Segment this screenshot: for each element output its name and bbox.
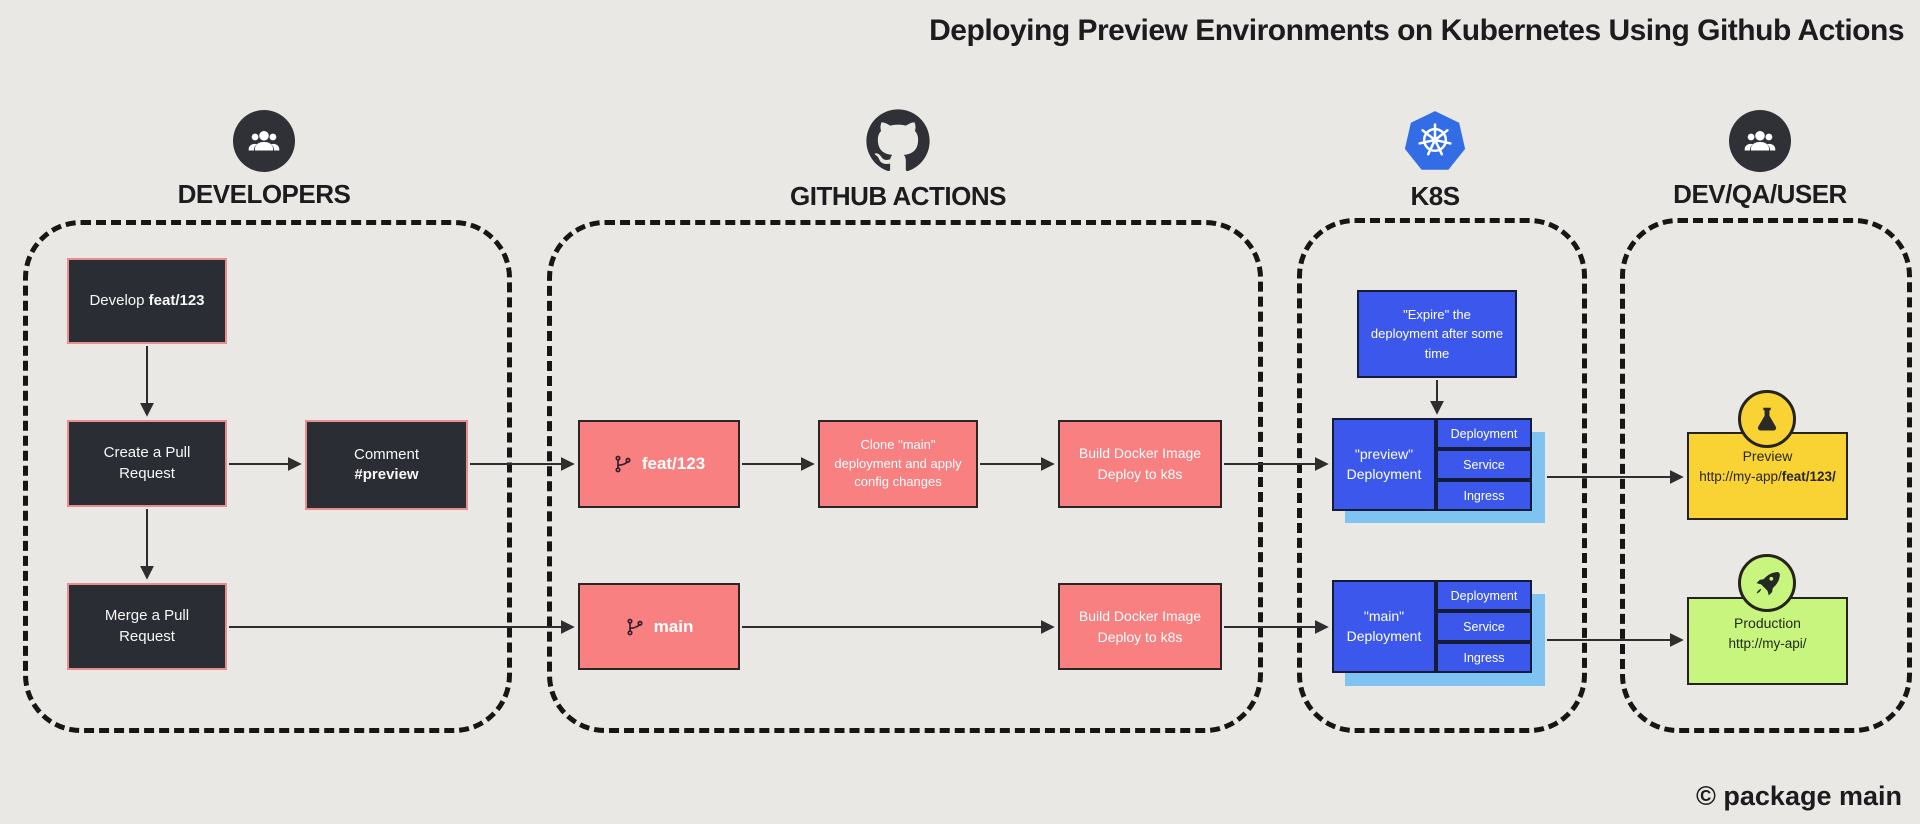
header-developers: DEVELOPERS: [164, 110, 364, 210]
production-url: http://my-api/: [1728, 636, 1807, 651]
github-actions-label: GITHUB ACTIONS: [790, 181, 1006, 211]
expire-deployment-box: "Expire" the deployment after some time: [1357, 290, 1517, 378]
header-k8s: K8S: [1335, 108, 1535, 212]
k8s-lane: [1297, 218, 1587, 733]
main-deployment-label: "main" Deployment: [1346, 607, 1422, 644]
preview-deployment-box: "preview" Deployment: [1332, 418, 1436, 511]
preview-url: http://my-app/feat/123/: [1699, 469, 1836, 484]
main-resource-service: Service: [1436, 611, 1532, 642]
flask-icon: [1757, 407, 1777, 431]
comment-preview-box: Comment #preview: [305, 420, 468, 510]
git-branch-icon: [627, 618, 643, 635]
build-deploy-bottom-box: Build Docker Image Deploy to k8s: [1058, 583, 1222, 670]
develop-feat-box: Develop feat/123: [67, 258, 227, 344]
users-icon: [1744, 130, 1776, 151]
dev-qa-user-lane: [1620, 218, 1912, 733]
develop-feat-text: Develop feat/123: [89, 291, 205, 309]
header-github-actions: GITHUB ACTIONS: [748, 108, 1048, 212]
deploy-k8s-line: Deploy to k8s: [1097, 466, 1183, 482]
main-resource-deployment: Deployment: [1436, 580, 1532, 611]
users-icon: [248, 130, 280, 151]
build-docker-line: Build Docker Image: [1078, 445, 1202, 461]
preview-deployment-label: "preview" Deployment: [1346, 445, 1422, 482]
main-branch-box: main: [578, 583, 740, 670]
kubernetes-icon: [1404, 111, 1466, 170]
preview-badge: [1738, 390, 1796, 448]
feat-branch-box: feat/123: [578, 420, 740, 508]
production-badge: [1738, 554, 1796, 612]
clone-main-deployment-box: Clone "main" deployment and apply config…: [818, 420, 978, 508]
developers-lane: [23, 220, 512, 733]
main-branch-label: main: [653, 616, 694, 636]
deploy-k8s-line: Deploy to k8s: [1097, 628, 1183, 645]
main-resource-ingress: Ingress: [1436, 642, 1532, 673]
page-title: Deploying Preview Environments on Kubern…: [929, 14, 1904, 47]
preview-resource-deployment: Deployment: [1436, 418, 1532, 449]
preview-resource-service: Service: [1436, 449, 1532, 480]
comment-text: Comment: [353, 445, 420, 463]
production-title: Production: [1734, 615, 1801, 631]
dev-qa-user-icon-circle: [1729, 110, 1791, 172]
preview-resource-ingress: Ingress: [1436, 480, 1532, 511]
merge-pull-request-box: Merge a Pull Request: [67, 583, 227, 670]
github-icon: [866, 109, 930, 172]
k8s-label: K8S: [1410, 181, 1460, 211]
build-deploy-top-box: Build Docker Image Deploy to k8s: [1058, 420, 1222, 508]
dev-qa-user-label: DEV/QA/USER: [1673, 179, 1847, 209]
preview-title: Preview: [1742, 448, 1793, 464]
github-actions-lane: [547, 220, 1263, 733]
copyright-text: © package main: [1696, 781, 1902, 811]
create-pull-request-text: Create a Pull Request: [103, 444, 191, 482]
feat-branch-label: feat/123: [641, 454, 706, 473]
developers-icon-circle: [233, 110, 295, 172]
git-branch-icon: [615, 455, 631, 473]
clone-main-deployment-text: Clone "main" deployment and apply config…: [834, 436, 962, 490]
header-dev-qa-user: DEV/QA/USER: [1660, 110, 1860, 210]
rocket-icon: [1756, 571, 1780, 596]
expire-deployment-text: "Expire" the deployment after some time: [1370, 306, 1504, 361]
comment-preview-tag: #preview: [354, 466, 419, 483]
developers-label: DEVELOPERS: [177, 179, 351, 209]
main-deployment-box: "main" Deployment: [1332, 580, 1436, 673]
create-pull-request-box: Create a Pull Request: [67, 420, 227, 507]
merge-pull-request-text: Merge a Pull Request: [104, 607, 190, 645]
build-docker-line: Build Docker Image: [1078, 607, 1202, 624]
